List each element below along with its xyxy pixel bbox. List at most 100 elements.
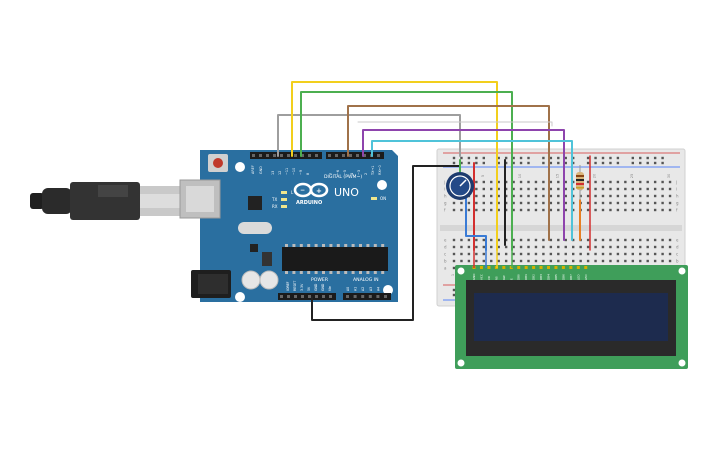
breadboard-hole[interactable] <box>631 259 634 263</box>
breadboard-hole[interactable] <box>631 201 634 205</box>
rail-hole[interactable] <box>475 161 478 165</box>
breadboard-hole[interactable] <box>564 245 567 249</box>
breadboard-hole[interactable] <box>534 194 538 198</box>
breadboard-hole[interactable] <box>661 194 664 198</box>
breadboard-hole[interactable] <box>452 245 456 249</box>
breadboard-hole[interactable] <box>564 259 567 263</box>
rail-hole[interactable] <box>497 161 500 165</box>
breadboard-hole[interactable] <box>490 238 493 242</box>
rail-hole[interactable] <box>609 156 612 160</box>
lcd-pin[interactable] <box>532 266 536 269</box>
breadboard-hole[interactable] <box>519 208 523 212</box>
breadboard-hole[interactable] <box>467 245 471 249</box>
breadboard-hole[interactable] <box>609 259 612 263</box>
breadboard-hole[interactable] <box>646 252 649 256</box>
breadboard-hole[interactable] <box>601 245 605 249</box>
breadboard-hole[interactable] <box>572 201 575 205</box>
breadboard-hole[interactable] <box>668 201 672 205</box>
breadboard-hole[interactable] <box>534 208 538 212</box>
lcd-pin[interactable] <box>576 266 580 269</box>
breadboard-hole[interactable] <box>467 238 471 242</box>
breadboard-hole[interactable] <box>527 245 530 249</box>
breadboard-hole[interactable] <box>512 259 515 263</box>
header-hole[interactable] <box>280 154 283 157</box>
header-hole[interactable] <box>329 295 332 298</box>
breadboard-hole[interactable] <box>572 187 575 191</box>
breadboard-hole[interactable] <box>512 187 515 191</box>
breadboard-hole[interactable] <box>490 208 493 212</box>
breadboard-hole[interactable] <box>616 201 620 205</box>
breadboard-hole[interactable] <box>601 201 605 205</box>
breadboard-hole[interactable] <box>452 208 456 212</box>
breadboard-hole[interactable] <box>497 201 500 205</box>
breadboard-hole[interactable] <box>467 201 471 205</box>
rail-hole[interactable] <box>452 161 456 165</box>
rail-hole[interactable] <box>616 156 620 160</box>
breadboard-hole[interactable] <box>609 238 612 242</box>
rail-hole[interactable] <box>616 161 620 165</box>
rail-hole[interactable] <box>482 161 485 165</box>
breadboard-hole[interactable] <box>504 259 508 263</box>
breadboard-hole[interactable] <box>624 252 627 256</box>
rail-hole[interactable] <box>512 156 515 160</box>
header-hole[interactable] <box>301 295 304 298</box>
breadboard-hole[interactable] <box>631 252 634 256</box>
rail-hole[interactable] <box>542 161 545 165</box>
breadboard-hole[interactable] <box>482 252 485 256</box>
rail-hole[interactable] <box>564 156 567 160</box>
breadboard-hole[interactable] <box>601 238 605 242</box>
lcd-pin[interactable] <box>479 266 483 269</box>
breadboard-hole[interactable] <box>557 238 560 242</box>
breadboard-hole[interactable] <box>616 245 620 249</box>
breadboard-hole[interactable] <box>572 252 575 256</box>
breadboard-hole[interactable] <box>527 180 530 184</box>
breadboard-hole[interactable] <box>497 187 500 191</box>
header-hole[interactable] <box>287 154 290 157</box>
breadboard-hole[interactable] <box>542 208 545 212</box>
header-hole[interactable] <box>315 295 318 298</box>
breadboard-hole[interactable] <box>646 245 649 249</box>
rail-hole[interactable] <box>661 161 664 165</box>
breadboard-hole[interactable] <box>579 259 582 263</box>
breadboard-hole[interactable] <box>653 194 657 198</box>
breadboard-hole[interactable] <box>564 208 567 212</box>
breadboard-hole[interactable] <box>653 238 657 242</box>
rail-hole[interactable] <box>460 156 463 160</box>
header-hole[interactable] <box>384 295 387 298</box>
breadboard-hole[interactable] <box>594 252 597 256</box>
lcd-pin[interactable] <box>539 266 543 269</box>
breadboard-hole[interactable] <box>572 180 575 184</box>
breadboard-hole[interactable] <box>639 201 642 205</box>
breadboard-hole[interactable] <box>668 259 672 263</box>
rail-hole[interactable] <box>542 156 545 160</box>
breadboard-hole[interactable] <box>519 259 523 263</box>
breadboard-hole[interactable] <box>497 180 500 184</box>
rail-hole[interactable] <box>594 156 597 160</box>
breadboard-hole[interactable] <box>586 245 590 249</box>
breadboard-hole[interactable] <box>475 245 478 249</box>
breadboard-hole[interactable] <box>639 259 642 263</box>
breadboard-hole[interactable] <box>594 201 597 205</box>
breadboard-hole[interactable] <box>631 194 634 198</box>
breadboard-hole[interactable] <box>631 208 634 212</box>
breadboard-hole[interactable] <box>549 201 553 205</box>
breadboard-hole[interactable] <box>549 180 553 184</box>
breadboard-hole[interactable] <box>661 259 664 263</box>
breadboard-hole[interactable] <box>631 238 634 242</box>
header-hole[interactable] <box>356 154 359 157</box>
breadboard-hole[interactable] <box>631 245 634 249</box>
breadboard-hole[interactable] <box>534 201 538 205</box>
breadboard-hole[interactable] <box>549 252 553 256</box>
breadboard-hole[interactable] <box>624 238 627 242</box>
header-hole[interactable] <box>252 154 255 157</box>
rail-hole[interactable] <box>467 156 471 160</box>
header-hole[interactable] <box>328 154 331 157</box>
breadboard-hole[interactable] <box>646 238 649 242</box>
rail-hole[interactable] <box>586 156 590 160</box>
breadboard-hole[interactable] <box>609 245 612 249</box>
breadboard-hole[interactable] <box>609 208 612 212</box>
breadboard-hole[interactable] <box>549 208 553 212</box>
breadboard-hole[interactable] <box>482 194 485 198</box>
breadboard-hole[interactable] <box>616 259 620 263</box>
breadboard-hole[interactable] <box>601 194 605 198</box>
